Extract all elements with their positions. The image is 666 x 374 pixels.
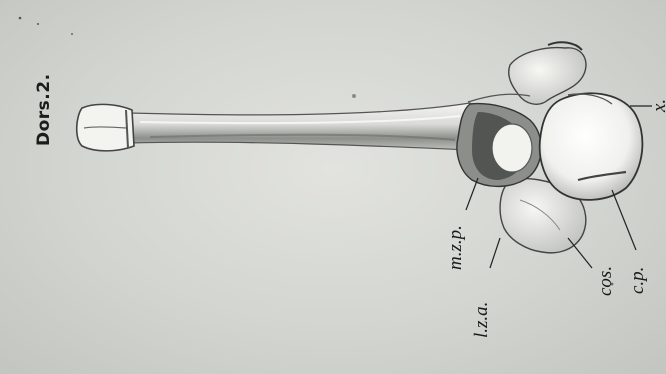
centrum <box>540 93 643 200</box>
label-lza: l.z.a. <box>472 302 491 338</box>
figure-title: Dors.2. <box>36 73 53 146</box>
label-mzp: m.z.p. <box>446 225 465 270</box>
label-cp: c.p. <box>628 267 647 294</box>
neural-spine <box>128 103 478 150</box>
label-cos: cos. <box>596 266 615 296</box>
label-x: x. <box>650 99 666 112</box>
neural-canal <box>492 124 532 172</box>
